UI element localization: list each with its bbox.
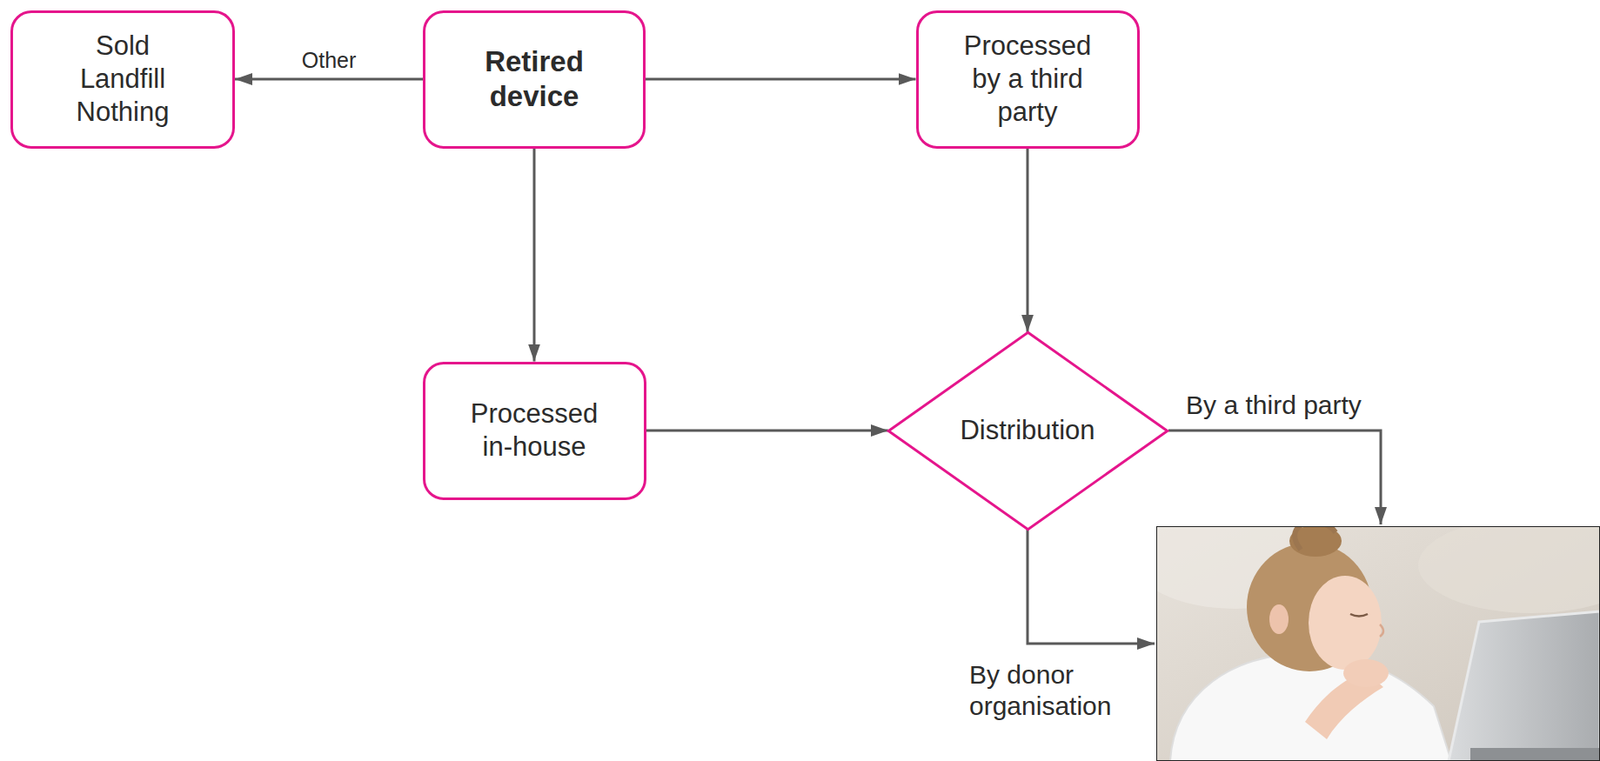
node-label: Sold Landfill Nothing [61,29,184,128]
process-box: Processed in-house [422,361,647,501]
edge-label: Other [301,46,357,74]
girl-hands [1343,659,1389,688]
girl-face [1308,575,1382,670]
diamond-outline [888,332,1167,529]
node-label: Processed in-house [464,397,604,464]
girl-eye [1350,614,1368,617]
node-label: Processed by a third party [957,29,1098,128]
decision-diamond: Distribution [885,330,1171,532]
girl-nose [1379,624,1384,637]
girl-ponytail [1294,526,1336,550]
branch-label: By donor organisation [969,659,1148,723]
flow-arrow [645,78,917,81]
laptop-base [1470,748,1600,761]
branch-label: By a third party [1185,389,1362,422]
process-box: Sold Landfill Nothing [10,10,235,149]
node-label: Retired device [468,44,600,115]
node-label: Distribution [959,414,1095,448]
flow-arrow [234,78,423,81]
flow-arrow [646,429,889,433]
girl-ear [1269,604,1289,635]
child-photo [1156,526,1600,761]
process-box: Retired device [422,10,646,149]
photo-frame [1157,527,1600,761]
flow-arrow [1026,148,1030,333]
laptop-lid [1448,611,1600,761]
sofa-cushion [1418,526,1600,614]
flow-arrow [533,148,536,362]
connector-to-photo [1027,529,1155,644]
connector-to-photo [1168,430,1381,525]
process-box: Processed by a third party [916,10,1140,149]
